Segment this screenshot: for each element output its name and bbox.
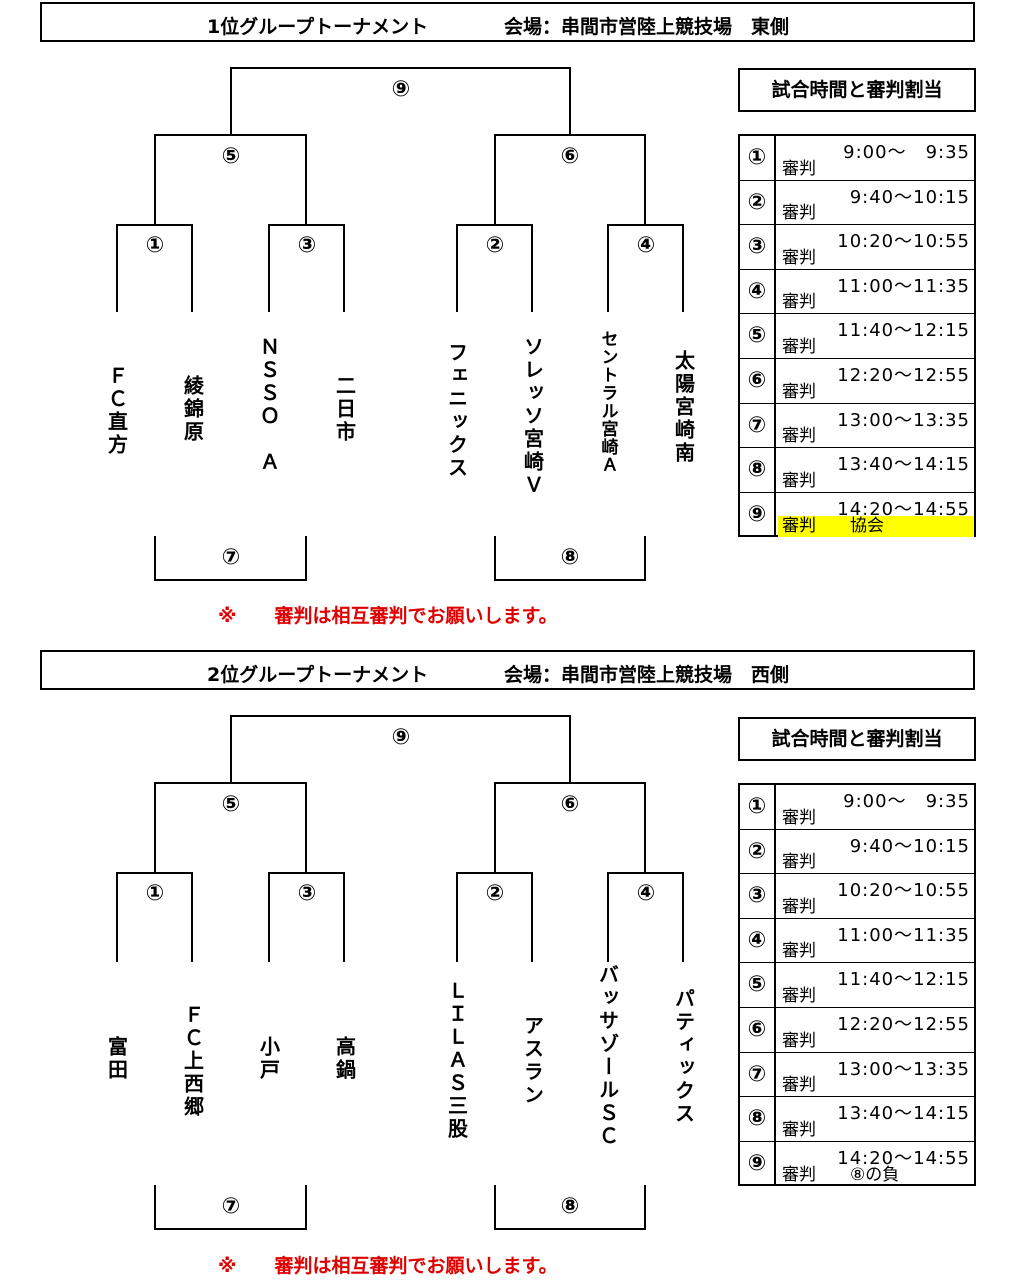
match-number-9: ⑨ (391, 725, 411, 750)
bracket-semi-right (494, 782, 646, 872)
team-name: 綾錦原 (180, 375, 205, 444)
bracket-final (230, 715, 571, 782)
bracket-match-8 (494, 1185, 646, 1230)
team-name: 高鍋 (332, 1036, 357, 1082)
bracket-match-3 (268, 872, 345, 962)
bracket-semi-left (154, 134, 307, 224)
bracket-match-7 (154, 1185, 307, 1230)
match-number-6: ⑥ (560, 792, 580, 817)
schedule-title: 試合時間と審判割当 (738, 717, 976, 761)
referee-highlight: 審判 協会 (778, 516, 974, 538)
match-number-1: ① (145, 881, 165, 906)
referee-note: ※ 審判は相互審判でお願いします。 (218, 1255, 558, 1277)
match-number-4: ④ (636, 881, 656, 906)
match-number-7: ⑦ (221, 545, 241, 570)
bracket-match-3 (268, 224, 345, 312)
match-number-4: ④ (636, 233, 656, 258)
venue-label: 会場：串間市営陸上競技場 東側 (504, 16, 790, 38)
team-name: ＬＩＬＡＳ三股 (444, 980, 469, 1141)
referee-note: ※ 審判は相互審判でお願いします。 (218, 605, 558, 627)
match-number-2: ② (485, 233, 505, 258)
match-number-6: ⑥ (560, 144, 580, 169)
bracket-match-1 (116, 224, 193, 312)
match-number-5: ⑤ (221, 144, 241, 169)
tournament-section-2: 2位グループトーナメント 会場：串間市営陸上競技場 西側 ⑨ ⑤ ⑥ ① ③ ②… (0, 648, 1024, 1288)
bracket-match-2 (456, 224, 533, 312)
team-name: アスラン (520, 1015, 545, 1107)
match-number-8: ⑧ (560, 1194, 580, 1219)
match-number-9: ⑨ (391, 77, 411, 102)
section-header: 1位グループトーナメント 会場：串間市営陸上競技場 東側 (40, 2, 975, 42)
match-number-8: ⑧ (560, 545, 580, 570)
bracket-match-8 (494, 536, 646, 581)
tournament-title: 2位グループトーナメント (207, 664, 429, 686)
match-number-3: ③ (297, 233, 317, 258)
team-name: ＮＳＳＯ Ａ (256, 336, 281, 474)
bracket-semi-left (154, 782, 307, 872)
schedule-title: 試合時間と審判割当 (738, 68, 976, 112)
team-name: ＦＣ上西郷 (180, 1004, 205, 1119)
team-name: バッサゾールＳＣ (595, 964, 620, 1148)
match-number-5: ⑤ (221, 792, 241, 817)
bracket-match-7 (154, 536, 307, 581)
team-name: 小戸 (256, 1036, 281, 1082)
venue-label: 会場：串間市営陸上競技場 西側 (504, 664, 790, 686)
bracket-semi-right (494, 134, 646, 224)
team-name: パティックス (671, 988, 696, 1126)
match-number-2: ② (485, 881, 505, 906)
bracket-match-2 (456, 872, 533, 962)
match-number-1: ① (145, 233, 165, 258)
team-name: 二日市 (332, 375, 357, 444)
tournament-title: 1位グループトーナメント (207, 16, 429, 38)
team-name: ＦＣ直方 (104, 365, 129, 457)
team-name: 太陽宮崎南 (671, 350, 696, 465)
bracket-match-1 (116, 872, 193, 962)
match-number-7: ⑦ (221, 1194, 241, 1219)
section-header: 2位グループトーナメント 会場：串間市営陸上競技場 西側 (40, 650, 975, 690)
match-number-3: ③ (297, 881, 317, 906)
team-name: セントラル宮崎Ａ (597, 330, 618, 474)
team-name: 富田 (104, 1036, 129, 1082)
team-name: ソレッソ宮崎Ｖ (520, 336, 545, 497)
bracket-match-4 (607, 224, 684, 312)
tournament-section-1: 1位グループトーナメント 会場：串間市営陸上競技場 東側 ⑨ ⑤ ⑥ ① ③ ②… (0, 0, 1024, 640)
bracket-match-4 (607, 872, 684, 962)
team-name: フェニックス (444, 342, 469, 480)
bracket-final (230, 67, 571, 134)
